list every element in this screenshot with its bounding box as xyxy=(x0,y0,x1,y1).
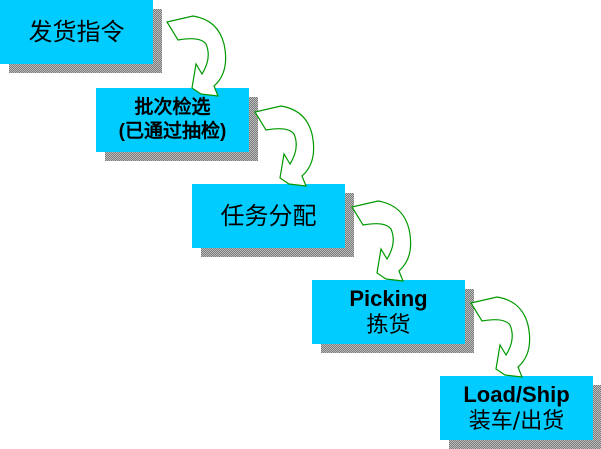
step-label: Load/Ship xyxy=(463,381,570,407)
step-box: 批次检选 (已通过抽检) xyxy=(96,88,249,152)
step-label: 任务分配 xyxy=(220,202,317,230)
step-batch-selection: 批次检选 (已通过抽检) xyxy=(96,88,258,161)
curved-arrow-icon xyxy=(166,15,227,97)
curved-arrow-icon xyxy=(470,296,531,378)
curved-arrow-icon xyxy=(351,200,412,282)
step-label: 发货指令 xyxy=(28,18,125,46)
step-task-assignment: 任务分配 xyxy=(192,184,354,257)
step-box: Load/Ship 装车/出货 xyxy=(440,376,593,440)
step-sublabel: 装车/出货 xyxy=(468,408,565,434)
step-picking: Picking 拣货 xyxy=(312,280,474,353)
step-box: 任务分配 xyxy=(192,184,345,248)
step-label: Picking xyxy=(349,285,428,311)
curved-arrow-icon xyxy=(254,105,315,187)
step-load-ship: Load/Ship 装车/出货 xyxy=(440,376,601,449)
step-box: 发货指令 xyxy=(0,0,153,64)
step-box: Picking 拣货 xyxy=(312,280,465,344)
step-sublabel: (已通过抽检) xyxy=(118,121,227,142)
step-dispatch-order: 发货指令 xyxy=(0,0,162,73)
step-sublabel: 拣货 xyxy=(366,312,411,338)
step-label: 批次检选 xyxy=(134,97,211,118)
